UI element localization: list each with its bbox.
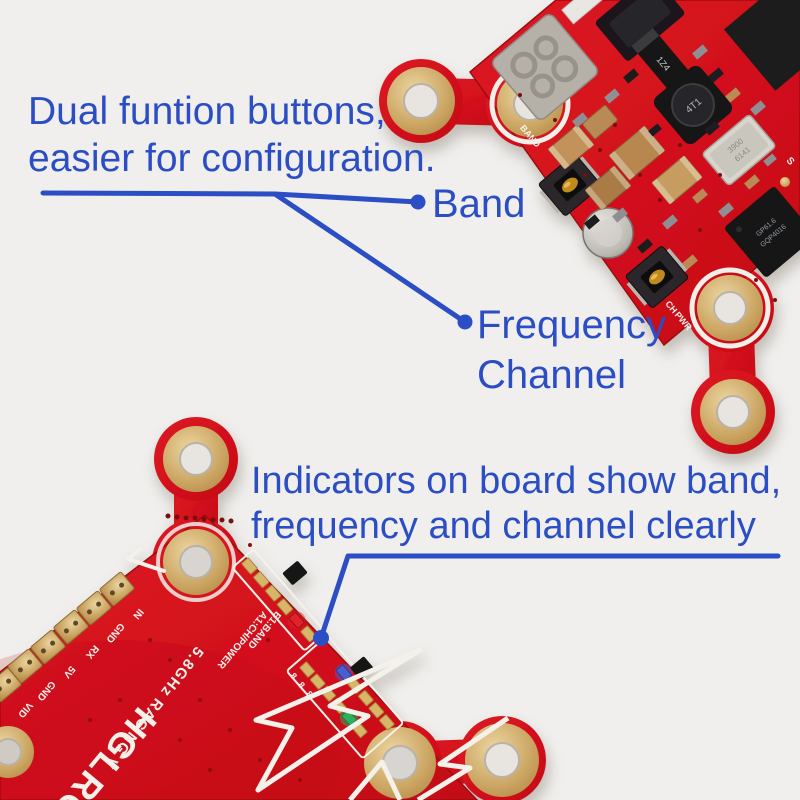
mounting-hole [387, 67, 455, 135]
testpoint [780, 177, 790, 187]
capacitor-cluster [548, 105, 703, 211]
channel-button [625, 246, 689, 308]
leader-dot-frequency [457, 314, 473, 330]
leader-dot-band [410, 194, 426, 210]
smd-passives-top [572, 44, 777, 270]
annotation-line: Channel [477, 353, 627, 397]
vtx-board-top: 1Z4 4T1 3900 6141 GP61.6 GQP4016 [379, 0, 800, 454]
band-led-lit-red [287, 611, 306, 630]
leader-frequency [272, 191, 473, 330]
inductor [595, 0, 685, 61]
silk-digit: 8 [304, 689, 315, 699]
mounting-hole [156, 522, 236, 602]
mounting-hole [465, 723, 539, 797]
annotation-band: Band [432, 182, 526, 226]
corner-ic [723, 0, 800, 91]
leader-dot-indicators [313, 630, 329, 646]
annotation-line: easier for configuration. [28, 137, 436, 180]
vias-bottom [88, 543, 302, 782]
silk-digit: 8 [296, 680, 307, 690]
mounting-hole [163, 426, 229, 492]
annotation-line: frequency and channel clearly [251, 505, 756, 547]
annotation-indicators: Indicators on board show band, frequency… [251, 459, 781, 549]
lightning-logo [253, 647, 510, 800]
silk-arrow [126, 547, 166, 573]
mounting-hole [364, 727, 436, 799]
annotation-line: Frequency [477, 303, 666, 347]
band-button [538, 154, 602, 216]
annotation-line: Indicators on board show band, [251, 460, 782, 502]
vias-top [518, 93, 777, 302]
mounting-hole [0, 726, 34, 778]
leader-band [40, 190, 426, 210]
silk-digit: 8 [288, 671, 299, 681]
annotation-frequency-channel: Frequency Channel [477, 300, 666, 400]
shielded-inductor [492, 14, 598, 120]
smd-chip [283, 561, 307, 585]
connector [561, 0, 605, 25]
vtx-board-bottom: IN GND RX 5V GND VID [0, 417, 546, 800]
band-led-bank [232, 549, 326, 651]
vias-neck [165, 513, 234, 524]
qfn-ic: GP61.6 GQP4016 [725, 187, 800, 277]
annotation-dual-buttons: Dual funtion buttons, easier for configu… [28, 88, 436, 182]
mounting-hole [700, 379, 766, 445]
leader-indicators [313, 553, 781, 646]
mounting-hole [689, 267, 771, 349]
annotation-line: Dual funtion buttons, [28, 90, 386, 133]
crystal-oscillator: 3900 6141 [702, 114, 776, 186]
